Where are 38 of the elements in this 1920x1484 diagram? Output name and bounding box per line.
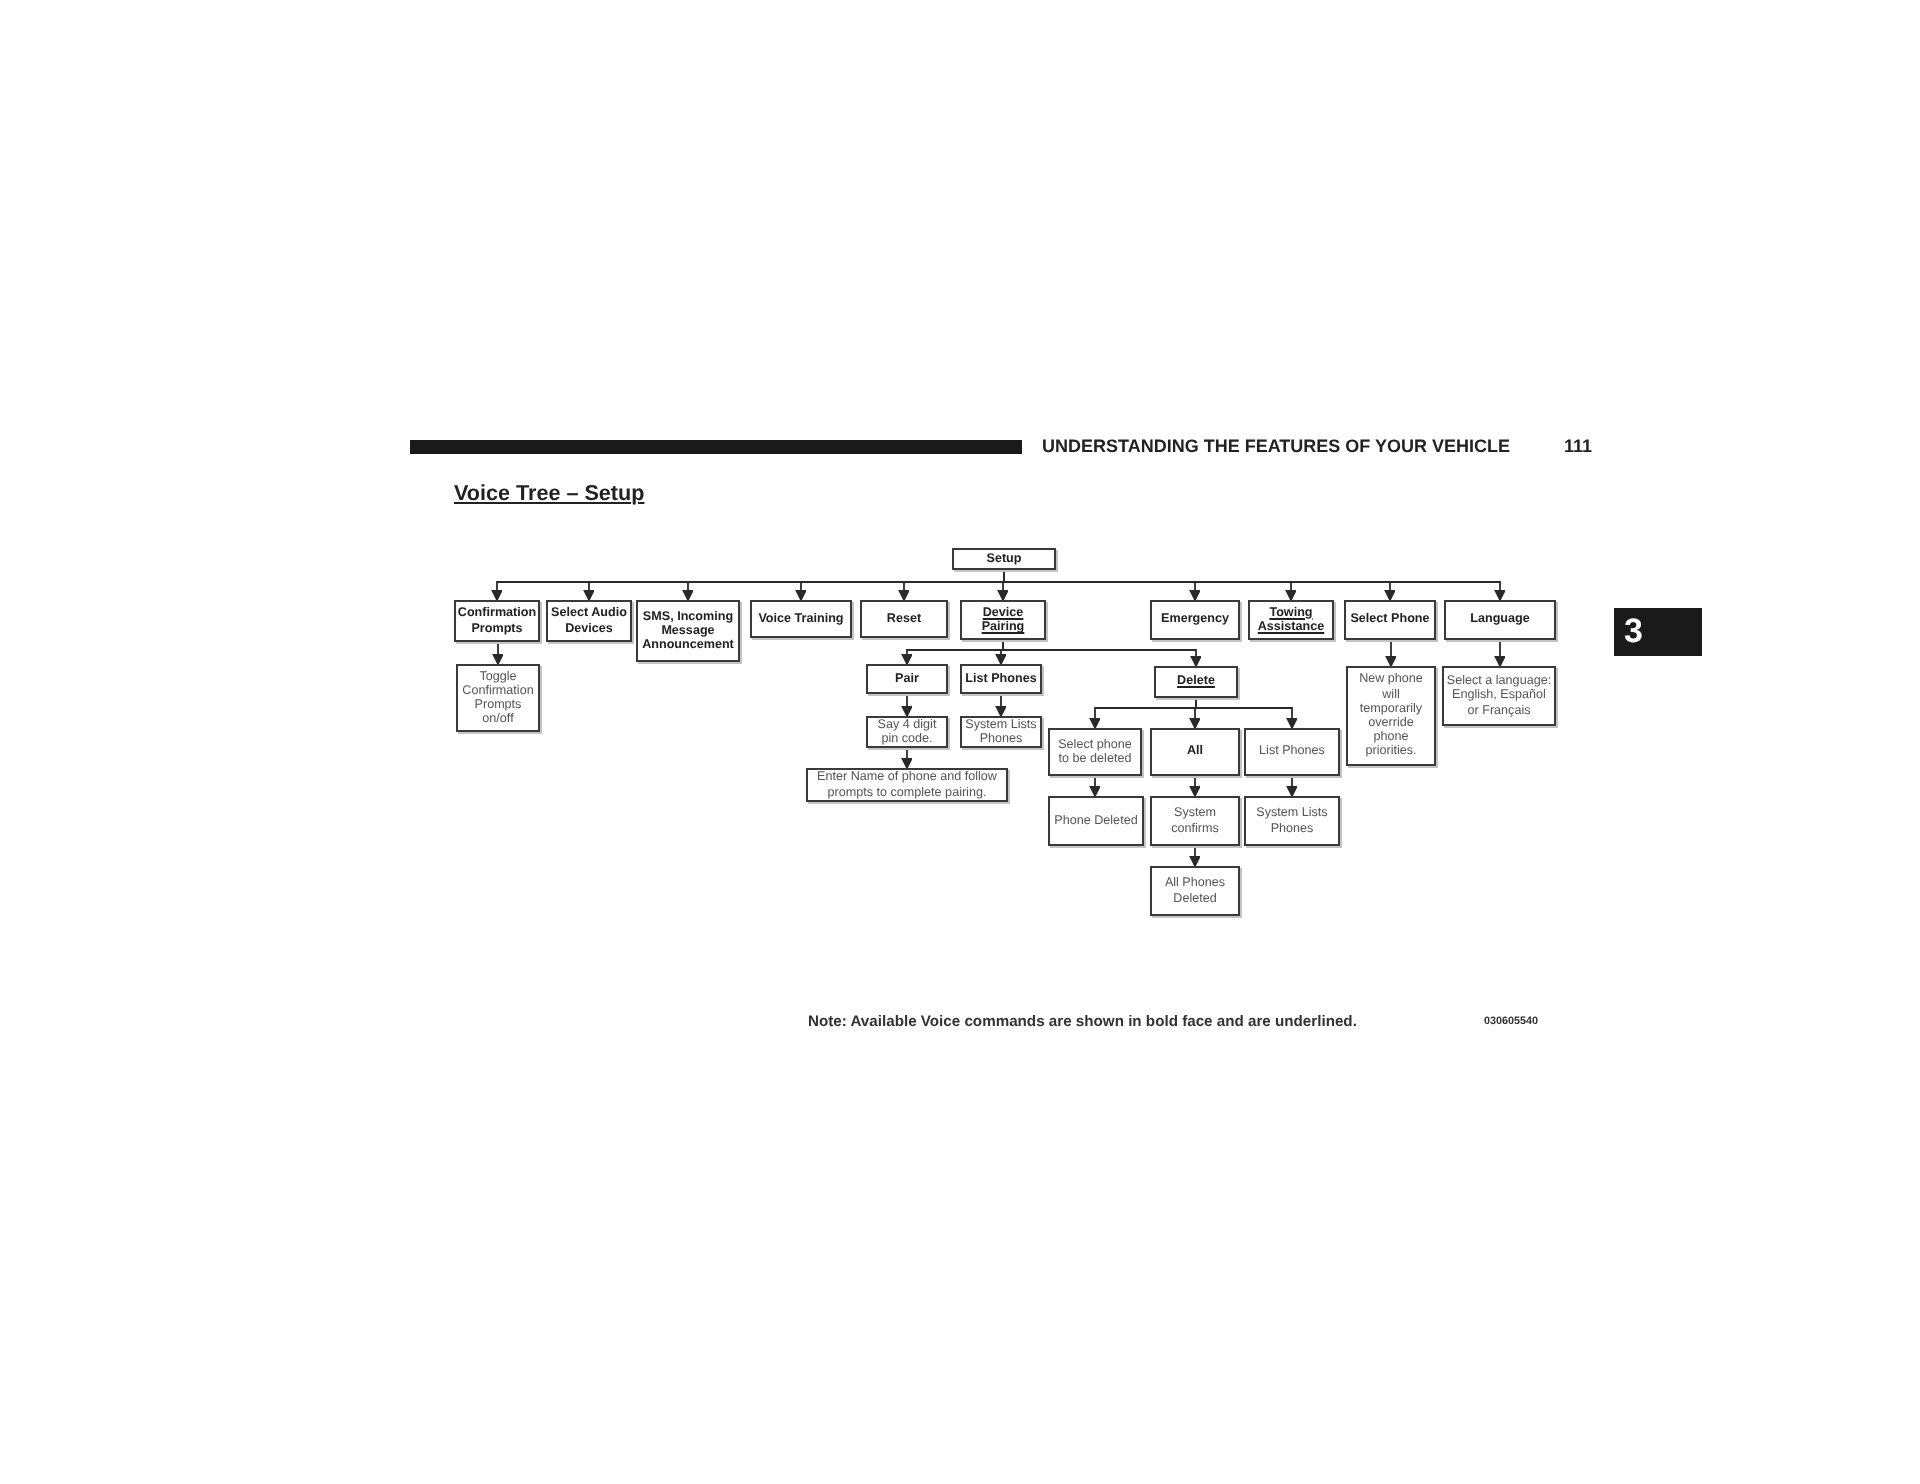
description-box <box>1244 796 1340 846</box>
command-box <box>952 548 1056 570</box>
arrow <box>1195 697 1298 729</box>
arrow <box>1189 775 1201 797</box>
description-box <box>1150 796 1240 846</box>
description-box <box>1150 866 1240 916</box>
description-box <box>806 768 1008 802</box>
command-box <box>960 664 1042 694</box>
page-number: 111 <box>1564 436 1593 456</box>
command-box <box>1344 600 1436 640</box>
command-box <box>1150 728 1240 776</box>
command-box <box>750 600 852 638</box>
command-box <box>1150 600 1240 640</box>
description-box <box>1048 728 1142 776</box>
command-box <box>1154 666 1238 698</box>
description-box <box>1048 796 1144 846</box>
chapter-number: 3 <box>1624 612 1643 652</box>
description-box <box>1244 728 1340 776</box>
arrow <box>1089 775 1101 797</box>
arrow <box>1003 569 1506 601</box>
command-box <box>860 600 948 638</box>
command-box <box>1444 600 1556 640</box>
arrow <box>1494 639 1506 667</box>
arrow <box>901 693 913 717</box>
command-box <box>866 664 948 694</box>
arrow <box>492 641 504 665</box>
description-box <box>1346 666 1436 766</box>
section-title: Voice Tree – Setup <box>454 482 645 506</box>
description-box <box>866 716 948 748</box>
arrow <box>901 747 913 769</box>
arrow <box>1189 845 1201 867</box>
command-box <box>1248 600 1334 640</box>
arrow <box>1385 639 1397 667</box>
running-header: UNDERSTANDING THE FEATURES OF YOUR VEHICLE <box>1042 436 1511 456</box>
arrow <box>995 693 1007 717</box>
arrow <box>1286 775 1298 797</box>
command-box <box>960 600 1046 640</box>
command-box <box>636 600 740 662</box>
